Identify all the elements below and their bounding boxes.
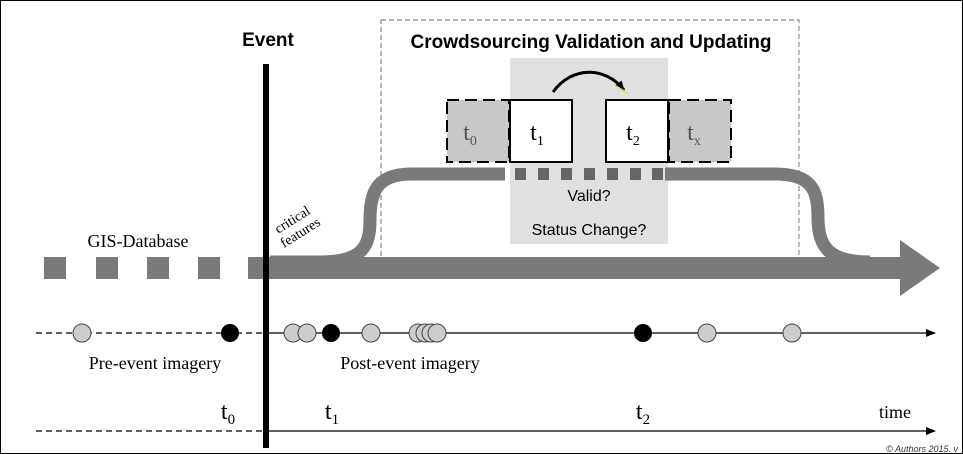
question-valid: Valid? [567,188,610,205]
dot-pre-black [221,324,239,342]
pre-event-imagery-label: Pre-event imagery [89,353,221,373]
gis-stream-bar [270,257,905,279]
dot-pre-gray [72,323,92,343]
box-tx-base: t [687,120,694,146]
event-label: Event [242,30,294,51]
branch-dashed-segment [515,168,663,180]
time-axis-label: time [879,402,911,422]
arrow-highlight [615,85,628,94]
imagery-dots [72,323,802,343]
branch-up [270,167,505,269]
box-t1: t1 [509,99,573,163]
question-status-change: Status Change? [532,222,647,239]
box-t0-base: t [463,120,470,146]
tick-t1: t1 [325,399,339,428]
gis-database-label: GIS-Database [88,231,189,251]
tick-t0: t0 [221,399,235,428]
dot-post-black-t2 [634,324,652,342]
svg-text:t0: t0 [463,120,477,149]
crowdsourcing-panel [380,19,800,265]
copyright-note: © Authors 2015. v [886,444,958,454]
tick-t2: t2 [636,399,650,428]
dot-post-gray-2 [297,323,317,343]
post-event-imagery-label: Post-event imagery [340,353,479,373]
svg-text:t1: t1 [530,120,544,149]
svg-text:t2: t2 [626,120,640,149]
crowdsourcing-title: Crowdsourcing Validation and Updating [410,32,771,53]
box-tx-sub: x [694,134,701,149]
gis-dashed-segment [44,257,270,279]
dot-post-gray-8 [697,323,717,343]
critical-features-label: critical features [272,204,323,252]
box-t0-sub: 0 [470,134,477,149]
box-t2: t2 [605,99,669,163]
branch-down [665,167,871,269]
box-t1-sub: 1 [537,134,544,149]
svg-text:tx: tx [687,120,701,149]
dot-post-gray-9 [782,323,802,343]
box-tx: tx [668,99,732,163]
dot-post-gray-7 [427,323,447,343]
dot-post-black-t1 [322,324,340,342]
dot-post-gray-3 [361,323,381,343]
box-t1-base: t [530,120,537,146]
box-t2-base: t [626,120,633,146]
gis-stream-arrowhead [900,240,940,296]
box-t0: t0 [446,99,510,163]
curved-arrow-icon [551,70,626,93]
box-t2-sub: 2 [633,134,640,149]
